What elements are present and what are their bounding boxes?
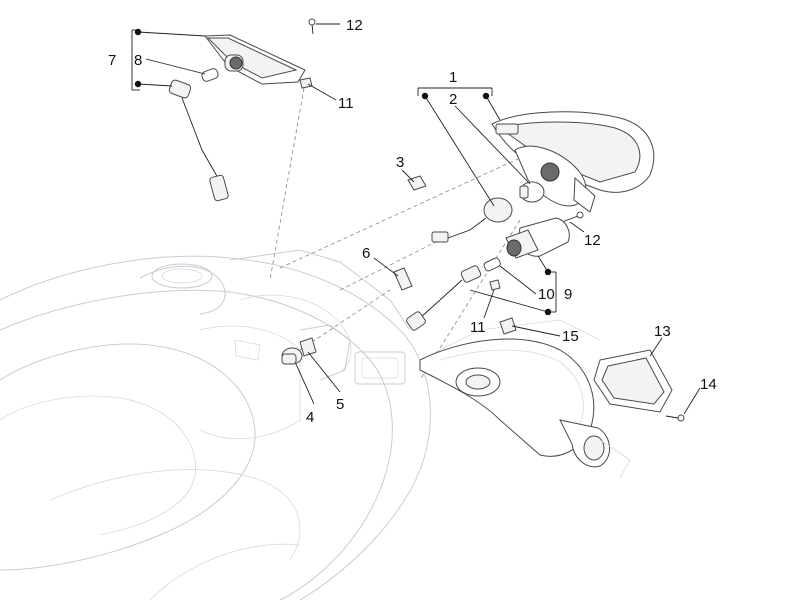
tail-socket-wire <box>431 197 513 243</box>
plate-socket-wire <box>406 265 482 331</box>
screw-14 <box>665 414 685 422</box>
clip-3 <box>407 175 427 191</box>
clip-11-top <box>299 77 313 89</box>
callout-11-lower: 11 <box>470 319 486 336</box>
connector-5 <box>299 337 317 357</box>
callout-2: 2 <box>449 91 457 108</box>
scooter-body-outline <box>0 249 601 600</box>
callout-13: 13 <box>654 323 671 340</box>
screw-12-top <box>308 18 316 35</box>
callout-4: 4 <box>306 409 314 426</box>
callout-1: 1 <box>449 69 457 86</box>
plate-bulb <box>483 257 501 272</box>
callout-3: 3 <box>396 154 404 171</box>
callout-10: 10 <box>538 286 555 303</box>
callout-9: 9 <box>564 286 572 303</box>
bullet-dots <box>134 28 552 316</box>
side-marker-lamp <box>204 34 306 85</box>
callout-6: 6 <box>362 245 370 262</box>
callout-15: 15 <box>562 328 579 345</box>
plate-holder-bracket <box>419 338 631 479</box>
clip-11-lower <box>489 279 501 291</box>
tail-bulb <box>519 181 545 203</box>
screw-12-right <box>561 211 584 223</box>
callout-labels: 7 8 12 11 1 2 3 12 6 10 9 11 15 13 14 4 … <box>108 17 717 426</box>
tail-light-assembly <box>491 111 655 213</box>
plate-light <box>505 217 570 259</box>
callout-12-right: 12 <box>584 232 601 249</box>
assembly-guide-lines <box>269 87 521 381</box>
marker-bulb <box>201 68 219 82</box>
callout-5: 5 <box>336 396 344 413</box>
callout-11-top: 11 <box>338 95 354 112</box>
callout-12-top: 12 <box>346 17 363 34</box>
callout-7: 7 <box>108 52 116 69</box>
clip-15 <box>499 317 517 335</box>
clip-6 <box>393 267 413 291</box>
callout-8: 8 <box>134 52 142 69</box>
switch-4 <box>281 347 303 365</box>
callout-14: 14 <box>700 376 717 393</box>
leader-lines <box>131 23 701 415</box>
reflector-13 <box>593 349 673 413</box>
marker-socket-wire <box>168 79 229 202</box>
